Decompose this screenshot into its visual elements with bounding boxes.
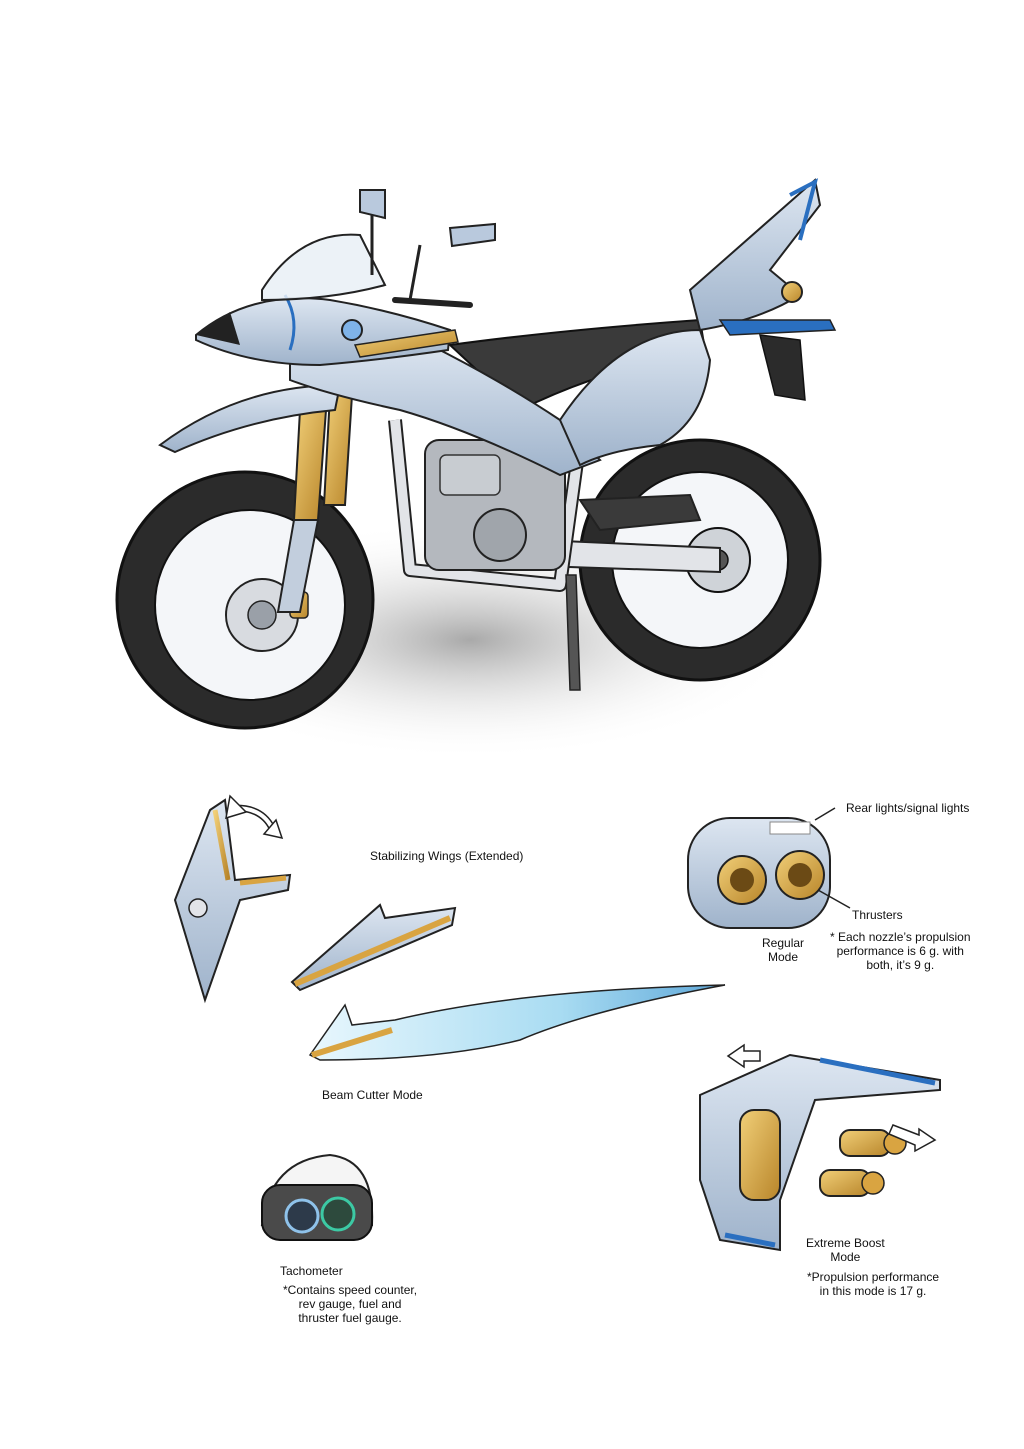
left-mirror	[359, 189, 386, 220]
motorcycle-main	[115, 178, 837, 760]
engine	[424, 439, 566, 571]
thruster-performance-note: * Each nozzle’s propulsion performance i…	[830, 930, 971, 972]
front-fork	[276, 394, 354, 613]
body-bodywork	[158, 233, 712, 477]
arrow-icon	[726, 1043, 937, 1153]
tachometer-illustration	[260, 1153, 374, 1241]
tachometer-label: Tachometer	[280, 1264, 343, 1278]
regular-mode-label: Regular Mode	[762, 936, 805, 964]
rear-fin	[688, 178, 837, 401]
frame	[388, 419, 721, 592]
windscreen	[261, 233, 387, 302]
beam-cutter-illustration	[308, 984, 726, 1061]
front-wheel	[115, 470, 375, 730]
stabilizing-wings-label: Stabilizing Wings (Extended)	[370, 849, 524, 863]
extreme-boost-mode-label: Extreme Boost Mode	[806, 1236, 885, 1264]
rear-thruster-nozzle	[781, 281, 803, 303]
beam-cutter-mode-label: Beam Cutter Mode	[322, 1088, 423, 1102]
tachometer-note: *Contains speed counter, rev gauge, fuel…	[283, 1283, 418, 1325]
handlebar	[359, 189, 496, 308]
extreme-boost-illustration	[699, 1043, 941, 1252]
wing-fold-detail	[173, 794, 292, 1004]
double-arrow-icon	[225, 794, 284, 840]
kickstand	[565, 574, 581, 691]
rear-lights-label: Rear lights/signal lights	[846, 801, 970, 815]
headlight	[341, 319, 363, 341]
extreme-boost-note: *Propulsion performance in this mode is …	[807, 1270, 940, 1298]
regular-mode-thrusters	[687, 807, 851, 929]
stabilizing-wings-illustration	[290, 903, 457, 992]
thrusters-label: Thrusters	[852, 908, 903, 922]
right-mirror	[448, 222, 496, 248]
